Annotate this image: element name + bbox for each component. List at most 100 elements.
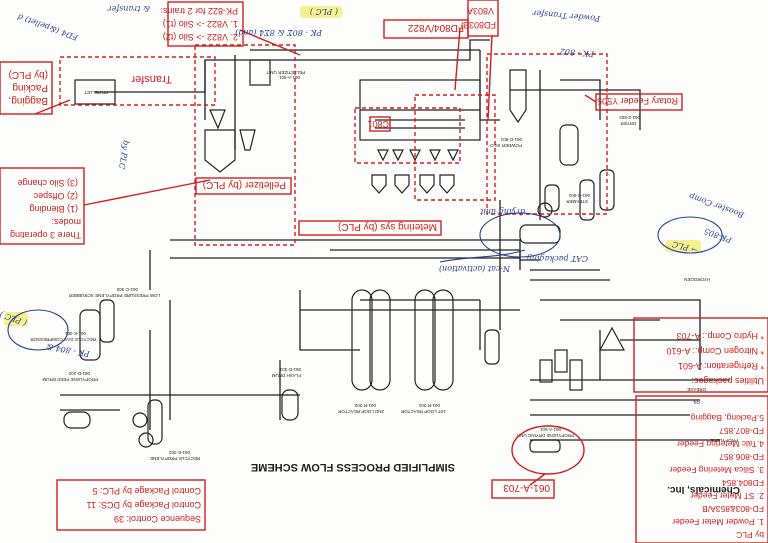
- loop1-tag: 061-R-201: [418, 403, 440, 408]
- recycle-tag: 061-E-302: [168, 450, 190, 455]
- control-line-1: Sequence Control: 39: [114, 514, 201, 524]
- c801-box: [369, 116, 391, 132]
- fd804-label: FD804/V822: [407, 22, 464, 33]
- a703-box: [491, 479, 555, 499]
- note-transfer: & transfer: [107, 4, 150, 13]
- feed-drum-tag: 061-D-202: [68, 371, 90, 376]
- flash-drum-name: FLASH DRUM: [271, 373, 301, 378]
- plc-list-line-10: 5.Packing, Bagging: [690, 413, 764, 423]
- a703-label: 061-A-703: [503, 482, 550, 493]
- diagram-title: SIMPLIFIED PROCESS FLOW SCHEME: [251, 461, 455, 473]
- feed-drum-name: PROPYLENE FEED DRUM: [42, 377, 98, 382]
- bagging-line-1: Bagging,: [9, 95, 48, 106]
- process-lines: [60, 39, 730, 441]
- pelletizer-dashed-region: [194, 44, 296, 246]
- note-pk-802: PK - 802: [559, 47, 595, 59]
- plc-list-line-8: 4.Talc Metering Feeder: [677, 439, 764, 449]
- utilities-line-4: * Hydro Comp.: A-703: [676, 331, 764, 341]
- control-box: [56, 479, 206, 531]
- rotary-dashed-region: [486, 53, 608, 215]
- pelletizer-label: Pelletizer (by PLC): [203, 179, 286, 190]
- c801-dashed-region: [354, 107, 461, 164]
- bagging-line-3: (by PLC): [9, 69, 48, 80]
- plc-list-line-1: by PLC: [736, 530, 764, 540]
- dryer-name: DRYER: [620, 121, 636, 126]
- utilities-box: [633, 317, 768, 393]
- control-line-3: Control Package by PLC: 5: [92, 486, 201, 496]
- plc-right-highlight: [665, 240, 701, 252]
- utilities-line-3: * Nitrogen Comp.: A-610: [666, 346, 764, 356]
- company-name: Chemicals, Inc.: [667, 484, 740, 495]
- steamer-name: STEAMER: [565, 199, 588, 204]
- dryer-tag: 061-Z-502: [619, 115, 640, 120]
- plc-list-line-2: 1. Powder Meter Feeder: [672, 517, 764, 527]
- flash-drum-tag: 061-D-301: [279, 367, 301, 372]
- grease-label: GREASE: [687, 387, 706, 392]
- transfer-dashed-box: [59, 56, 216, 106]
- c801-label: C801: [367, 119, 389, 129]
- silo-box: [167, 1, 244, 47]
- note-cat: CAT packaging: [527, 254, 588, 263]
- steamer-tag: 061-D-501: [568, 193, 590, 198]
- fd803b-line-2: V803A: [467, 6, 494, 16]
- recycle-name: RECYCLE PROPYLENE: [150, 456, 200, 461]
- note-ncat: N-cat (activation): [439, 264, 511, 273]
- loop2-tag: 061-R-202: [354, 403, 376, 408]
- fd803b-line-1: FD803B/: [460, 20, 496, 30]
- plc-list-line-6: 3. Silica Metering Feeder: [669, 465, 764, 475]
- modes-line-4: (2) Offspec: [33, 191, 78, 201]
- metering-label: Metering sys (by PLC): [338, 221, 437, 232]
- scrubber-name: LOW PRESSURE PROPYLENE SCRUBBER: [68, 293, 160, 298]
- pelletizer-name: PELLETIZER UNIT: [266, 70, 305, 75]
- note-powder-transfer: Powder Transfer: [531, 8, 601, 23]
- silo-line-3: PK-822 for 2 trains:: [160, 6, 238, 16]
- modes-line-3: (1) Blending: [29, 204, 78, 214]
- note-drying: drying unit: [479, 207, 525, 216]
- utilities-line-2: * Refrigeration: A-601: [678, 361, 764, 371]
- modes-line-1: There 3 operating: [10, 230, 81, 240]
- bagging-box: [0, 61, 53, 115]
- metering-box: [298, 220, 442, 236]
- note-pk-bottom: PK - 804 &: [45, 342, 91, 359]
- rotary-feeder-label: Rotary Feeder Y505: [597, 96, 678, 106]
- note-pk-803: PK - 80Σ & 8Σ4 (and): [235, 28, 323, 37]
- note-booster: Booster Comp: [688, 191, 746, 219]
- feeder-dashed-region: [414, 94, 496, 201]
- powder-silo-tag: 061-D-801: [500, 137, 522, 142]
- compressor-tag: 061-K-301: [64, 331, 86, 336]
- drying-unit-name: PROPYLENE DRYING UNIT: [516, 433, 574, 438]
- pelletizer-tag: 061-A-801: [278, 75, 300, 80]
- modes-line-5: (3) Silo change: [17, 178, 78, 188]
- loop2-name: 2ND LOOP REACTOR: [337, 409, 384, 414]
- plc-list-line-7: FD-806.857: [719, 452, 764, 462]
- note-by-plc: by PLC: [117, 140, 131, 170]
- note-pk-805: PK-805: [703, 226, 734, 245]
- oil-label: OIL: [692, 400, 700, 405]
- plc-top-highlight: [300, 6, 342, 18]
- handwritten-circles: [7, 212, 723, 351]
- compressor-name: RECYCLE GAS COMPRESSOR: [29, 337, 96, 342]
- plc-list-box: [635, 395, 768, 543]
- utilities-line-1: Utilities packages:: [691, 376, 764, 386]
- control-line-2: Control Package by DCS: 11: [87, 500, 201, 510]
- transfer-label: Transfer: [131, 73, 172, 85]
- hydrogen-label: HYDROGEN: [684, 277, 710, 282]
- propylene-label: PROPYLENE: [710, 438, 738, 443]
- modes-box: [0, 167, 85, 245]
- plc-list-line-4: 2. ST Meter Feeder: [690, 491, 764, 501]
- pp-pellet-label: PP PELLET: [84, 90, 108, 95]
- loop1-name: 1ST LOOP REACTOR: [400, 409, 446, 414]
- note-fd4: FD4 (&pellet) d: [16, 12, 80, 43]
- a703-ellipse: [511, 425, 585, 475]
- fd803b-box: [467, 0, 499, 37]
- highlights: [4, 6, 701, 326]
- red-annotation-texts: Bagging, Packing (by PLC) Transfer 2. V8…: [9, 6, 764, 540]
- plc-list-line-3: FD-803&853A/B: [702, 504, 764, 514]
- drying-unit-tag: 061-A-501: [539, 427, 561, 432]
- plc-list-line-5: FD804.854: [722, 478, 764, 488]
- modes-line-2: modes:: [51, 217, 81, 227]
- plc-list-line-9: FD-807.857: [719, 426, 764, 436]
